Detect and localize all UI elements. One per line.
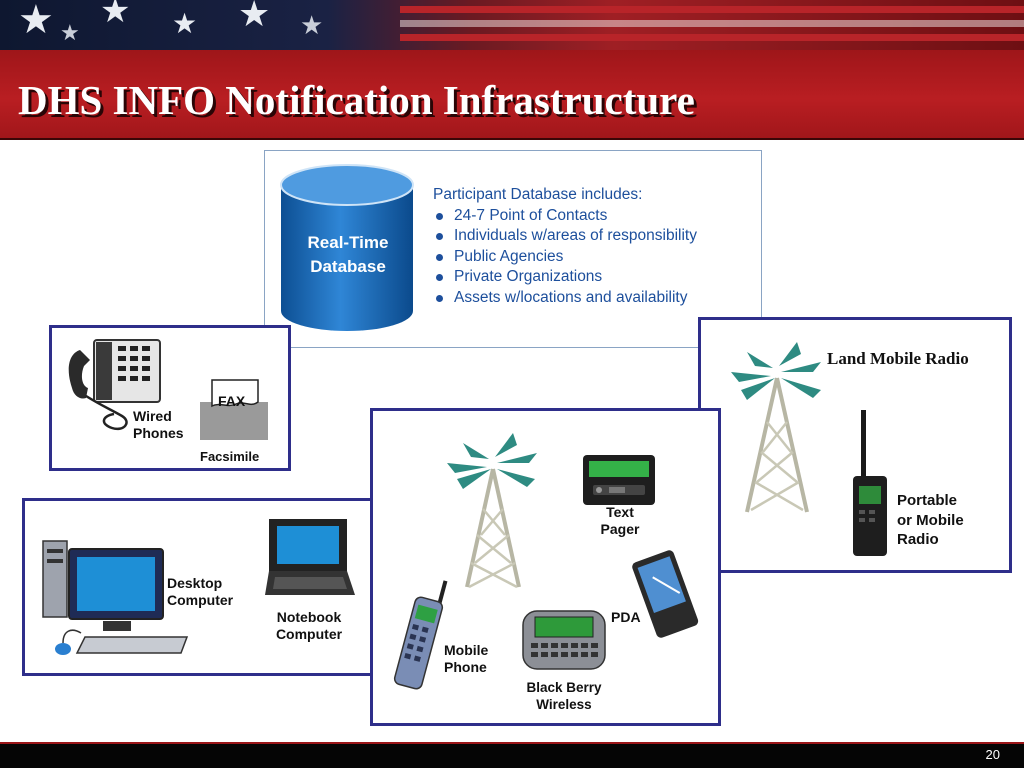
participant-database-list: Participant Database includes: 24-7 Poin… [433,185,697,308]
notebook-computer-icon [265,519,355,595]
header-divider [0,138,1024,140]
pda-label: PDA [611,609,641,625]
label-line: Desktop [167,575,223,591]
label-line: or Mobile [897,511,964,529]
list-item: Individuals w/areas of responsibility [433,226,697,247]
flag-stripe [400,20,1024,27]
flag-stripe [400,6,1024,13]
list-item: Assets w/locations and availability [433,288,697,309]
flag-banner: ★ ★ ★ ★ ★ ★ [0,0,1024,50]
database-label-line: Database [310,257,386,276]
list-item: Private Organizations [433,267,697,288]
label-line: Black Berry [526,680,602,695]
land-mobile-radio-panel: Land Mobile Radio Portable or Mobile Rad… [698,317,1012,573]
wireless-devices-panel: Text Pager PDA Mobile Phone Black Berry … [370,408,721,726]
land-mobile-radio-title: Land Mobile Radio [827,349,969,368]
label-line: Phone [444,659,487,675]
wired-phones-label: Wired Phones [133,408,184,442]
database-label: Real-Time Database [302,231,394,279]
title-bar [0,58,1024,140]
label-line: Portable [897,492,958,509]
list-heading: Participant Database includes: [433,186,643,203]
facsimile-label: Facsimile [200,449,260,464]
page-title: DHS INFO Notification Infrastructure [18,77,695,123]
mobile-phone-icon [393,580,448,690]
star-icon: ★ [100,0,131,30]
label-line: Mobile [444,642,489,658]
label-line: Computer [275,626,343,642]
star-icon: ★ [18,0,54,42]
page-number: 20 [985,747,1000,762]
label-line: Computer [167,592,234,608]
list-item: 24-7 Point of Contacts [433,206,697,227]
portable-radio-icon [853,410,887,556]
database-label-line: Real-Time [307,233,389,252]
star-icon: ★ [300,10,324,40]
label-line: Radio [897,531,939,548]
desktop-computer-icon [42,540,189,655]
footer-divider [0,742,1024,744]
text-pager-icon [583,455,655,505]
desktop-label: Desktop Computer [167,575,233,609]
fax-icon [200,379,268,440]
list-item: Public Agencies [433,247,697,268]
blackberry-label: Black Berry Wireless [513,679,615,713]
star-icon: ★ [172,8,198,39]
star-icon: ★ [238,0,271,34]
portable-radio-label: Portable or Mobile Radio [897,491,964,550]
radio-tower-icon [731,342,821,513]
text-pager-label: Text Pager [592,504,648,538]
label-line: Phones [133,425,184,441]
star-icon: ★ [60,20,80,45]
slide-footer: 20 [0,744,1024,768]
database-panel: Real-Time Database Participant Database … [264,150,762,348]
flag-stripe [400,34,1024,41]
telephone-icon [68,339,161,431]
label-line: Text [606,504,634,520]
database-cylinder-icon [280,164,414,331]
fax-text: FAX [218,393,246,409]
label-line: Wireless [536,697,592,712]
wired-phones-panel: Wired Phones FAX Facsimile [49,325,291,471]
label-line: Pager [600,521,640,537]
computers-panel: Desktop Computer Notebook Computer [22,498,374,676]
blackberry-device-icon [522,610,606,670]
label-line: Notebook [276,609,342,625]
notebook-label: Notebook Computer [271,609,347,643]
slide-header: ★ ★ ★ ★ ★ ★ DHS INFO Notification Infras… [0,0,1024,140]
label-line: Wired [133,408,172,424]
cell-tower-icon [447,433,537,589]
mobile-phone-label: Mobile Phone [444,642,488,676]
pda-icon [632,550,699,638]
